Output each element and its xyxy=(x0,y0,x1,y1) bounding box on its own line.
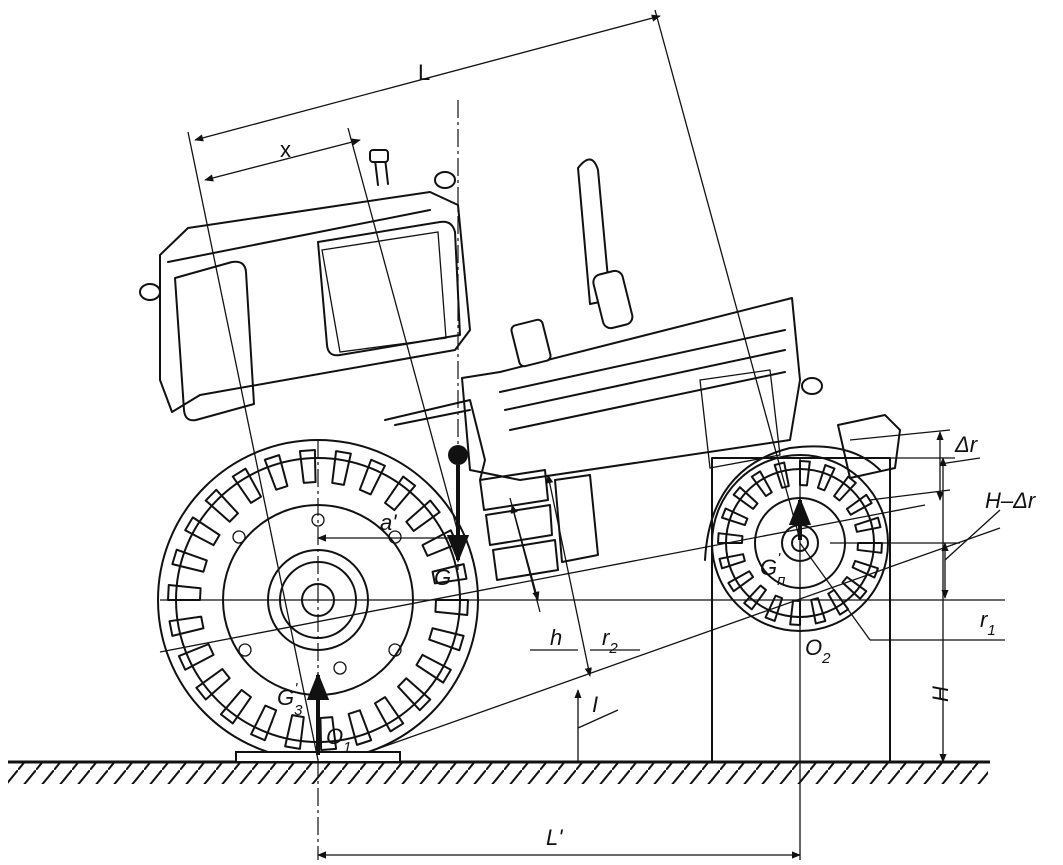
svg-text:O2: O2 xyxy=(805,635,831,667)
tread-lug xyxy=(799,460,811,487)
tread-lug xyxy=(177,643,215,671)
dimension-x: x xyxy=(204,127,461,541)
tread-lug xyxy=(732,486,759,510)
tread-lug xyxy=(789,599,801,626)
tread-lug xyxy=(431,563,468,585)
tread-lug xyxy=(854,516,882,533)
tread-lug xyxy=(718,553,746,570)
label-L: L xyxy=(418,60,430,85)
tread-lug xyxy=(845,493,873,516)
force-G3: G3 ' xyxy=(277,672,330,755)
tread-lug xyxy=(743,584,767,611)
ground xyxy=(8,760,990,784)
label-G3-sup: ' xyxy=(294,680,298,697)
label-delta-r: Δr xyxy=(954,432,979,457)
dimension-I: I xyxy=(574,689,619,762)
label-H-minus-delta-r: H–Δr xyxy=(985,488,1037,513)
tread-lug xyxy=(347,709,373,746)
label-r2: r xyxy=(602,625,611,650)
dimension-H-minus-delta-r: H–Δr xyxy=(830,488,1037,599)
label-H: H xyxy=(928,686,953,702)
dimension-delta-r: Δr xyxy=(849,429,981,501)
tread-lug xyxy=(856,542,883,554)
label-I: I xyxy=(592,692,598,717)
tread-lug xyxy=(833,475,857,502)
label-G3-sub: 3 xyxy=(294,702,303,719)
label-r1-sub: 1 xyxy=(987,622,995,639)
tractor-body xyxy=(139,149,901,581)
tread-lug xyxy=(219,688,252,725)
tread-lug xyxy=(319,716,338,751)
dimension-a-prime: a' xyxy=(317,510,455,542)
label-Gp: G xyxy=(760,555,777,580)
label-Gp-sup: ' xyxy=(777,550,781,567)
tread-lug xyxy=(168,615,205,637)
tread-lug xyxy=(231,467,262,504)
tread-lug xyxy=(374,696,405,733)
tread-lug xyxy=(284,714,305,750)
tread-lug xyxy=(721,507,749,527)
tread-lug xyxy=(358,458,386,496)
tread-lug xyxy=(298,449,317,484)
tread-lug xyxy=(727,570,755,593)
label-O2-sub: 2 xyxy=(821,650,831,667)
tread-lug xyxy=(750,470,773,498)
label-h: h xyxy=(550,625,562,650)
tread-lug xyxy=(764,594,784,622)
front-wheel xyxy=(704,445,889,632)
label-O1-sub: 1 xyxy=(343,739,351,756)
tread-lug xyxy=(841,576,868,600)
svg-text:O1: O1 xyxy=(326,724,351,756)
tread-lug xyxy=(204,488,239,523)
tread-lug xyxy=(171,548,208,573)
tread-lug xyxy=(331,450,352,486)
tread-lug xyxy=(428,627,465,652)
tread-lug xyxy=(250,704,278,742)
force-Gp: Gп ' xyxy=(760,497,812,589)
svg-text:r1: r1 xyxy=(980,607,996,639)
tread-lug xyxy=(195,668,231,701)
tread-lug xyxy=(816,464,836,492)
tread-lug xyxy=(167,584,202,601)
svg-text:r2: r2 xyxy=(602,625,618,657)
tread-lug xyxy=(397,677,432,712)
tread-lug xyxy=(415,653,452,684)
tread-lug xyxy=(851,559,879,579)
tread-lug xyxy=(717,532,744,544)
label-O1: O xyxy=(326,724,343,749)
dimension-L-prime: L' xyxy=(317,825,801,859)
tread-lug xyxy=(434,599,469,616)
dimension-L: L xyxy=(187,9,801,761)
label-x: x xyxy=(280,137,291,162)
tread-lug xyxy=(810,597,827,625)
tread-lug xyxy=(263,454,289,491)
tread-lug xyxy=(405,499,441,532)
label-G3: G xyxy=(277,685,294,710)
label-a-prime: a' xyxy=(380,510,397,535)
label-Gp-sub: п xyxy=(777,572,785,589)
incline-line xyxy=(359,527,1001,756)
label-G: G xyxy=(434,565,451,590)
svg-text:G3': G3 ' xyxy=(277,680,303,719)
tread-lug xyxy=(773,461,790,489)
dimension-H: H xyxy=(928,457,953,763)
svg-text:Gп': Gп ' xyxy=(760,550,785,589)
tread-lug xyxy=(184,516,221,547)
dimension-r2: r2 xyxy=(546,474,640,677)
tread-lug xyxy=(384,475,417,512)
label-O2: O xyxy=(805,635,822,660)
label-r1: r xyxy=(980,607,989,632)
label-L-prime: L' xyxy=(546,825,563,850)
label-r2-sub: 2 xyxy=(608,640,618,657)
center-of-gravity: G xyxy=(434,100,470,590)
dimension-r1: r1 xyxy=(799,542,1005,641)
axle-tilt-line xyxy=(159,504,926,653)
